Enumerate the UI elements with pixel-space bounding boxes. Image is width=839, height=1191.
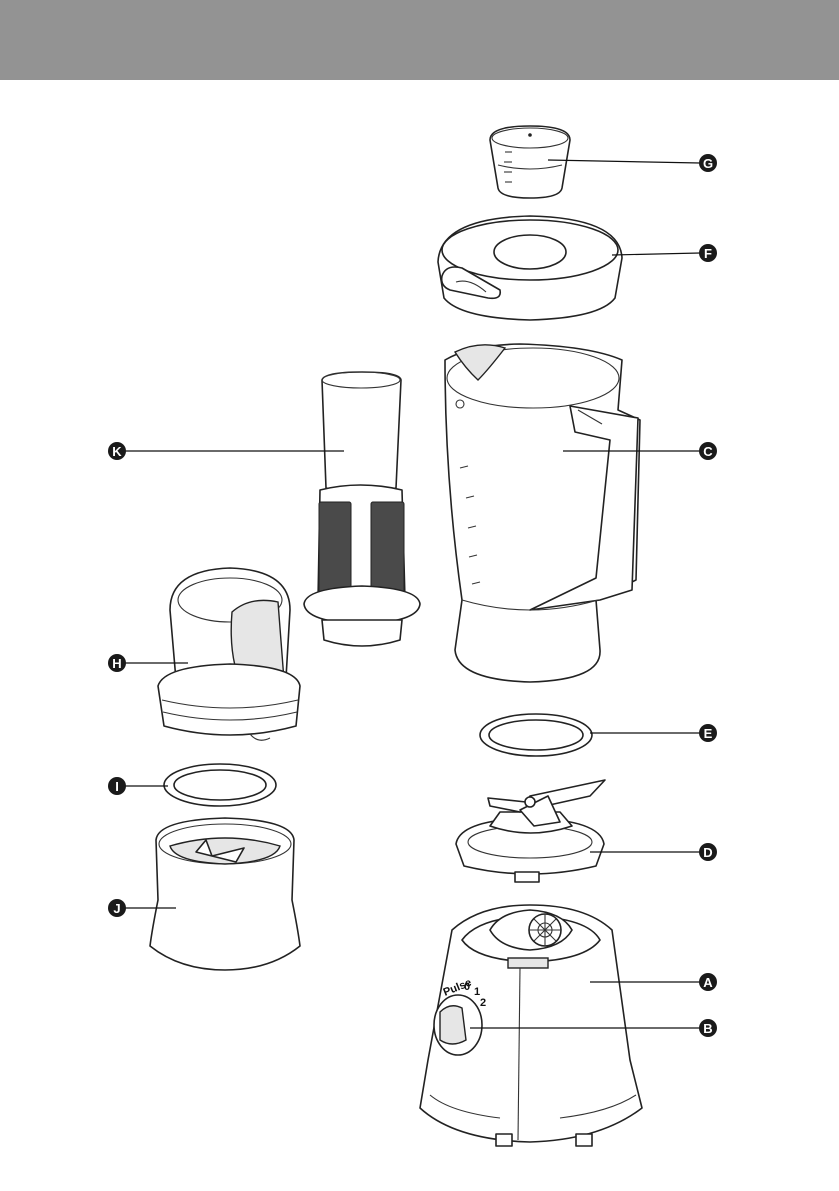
blade-unit-part [456,780,605,882]
jar-lid-part [438,216,622,320]
jar-sealing-ring-part [480,714,592,756]
grinder-cup-part [158,568,300,740]
grinder-sealing-ring-part [164,764,276,806]
label-badge-b: B [699,1019,717,1037]
filter-part [304,372,420,646]
svg-text:K: K [112,444,122,459]
dial-label-two: 2 [480,997,486,1009]
svg-text:I: I [115,779,119,794]
svg-text:C: C [703,444,713,459]
label-badge-g: G [699,154,717,172]
svg-text:J: J [113,901,120,916]
svg-text:G: G [703,156,713,171]
label-badge-d: D [699,843,717,861]
label-badge-i: I [108,777,126,795]
svg-text:H: H [112,656,121,671]
label-badge-j: J [108,899,126,917]
svg-text:F: F [704,246,712,261]
measuring-cup-part [490,126,570,198]
grinder-base-part [150,818,300,970]
svg-text:D: D [703,845,712,860]
svg-text:A: A [703,975,713,990]
label-badge-h: H [108,654,126,672]
svg-text:B: B [703,1021,712,1036]
label-badge-f: F [699,244,717,262]
motor-base-part [420,905,642,1146]
label-badge-a: A [699,973,717,991]
label-badge-k: K [108,442,126,460]
blender-jar-part [445,344,640,682]
label-badge-e: E [699,724,717,742]
dial-label-zero: 0 [464,981,470,993]
label-badge-c: C [699,442,717,460]
svg-text:E: E [704,726,713,741]
